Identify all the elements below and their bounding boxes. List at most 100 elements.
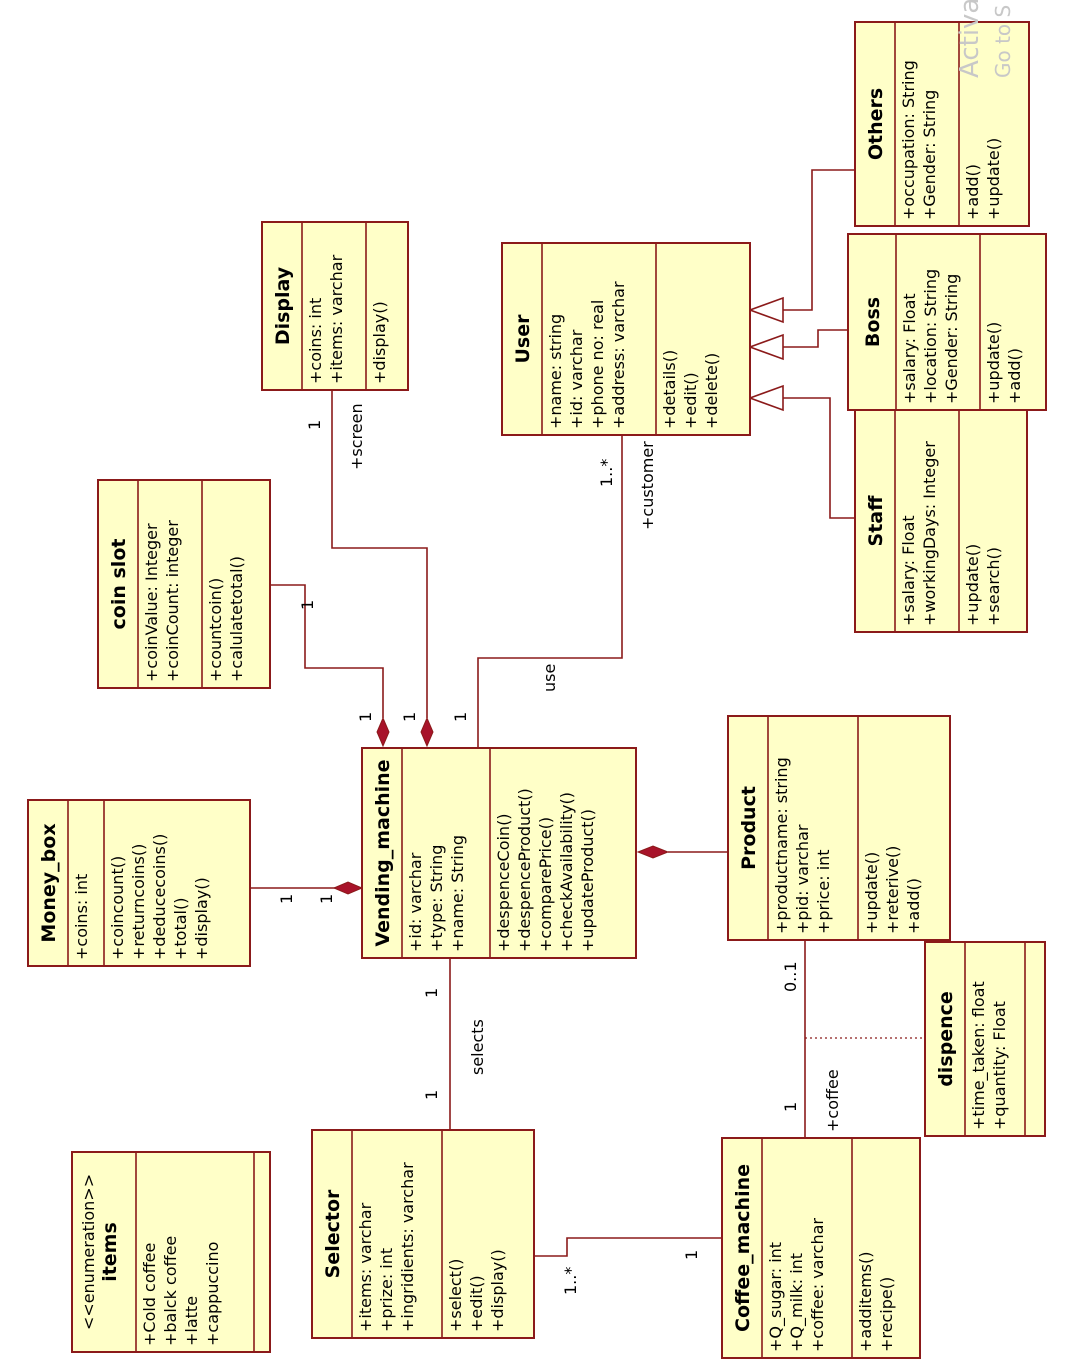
class-dispence-attribute: +quantity: Float	[990, 1001, 1009, 1130]
class-display: Display+coins: int+items: varchar+displa…	[261, 221, 409, 391]
class-selector: Selector +items: varchar+prize: int+ingri…	[311, 1129, 535, 1339]
class-others-attribute: +Gender: String	[920, 90, 939, 220]
class-product-operation: +update()	[862, 852, 881, 934]
class-items-stereotype: <<enumeration>>	[79, 1174, 98, 1330]
class-vending-machine-box	[361, 747, 637, 959]
class-boss-name: Boss	[862, 297, 884, 347]
user-multiplicity-a: 1	[451, 712, 470, 722]
class-staff-box	[854, 409, 1028, 633]
boss-generalization-arrow	[747, 333, 784, 361]
others-generalization	[783, 169, 855, 311]
class-user-attribute: +phone no: real	[588, 300, 607, 429]
class-coin-slot-name: coin slot	[108, 539, 130, 630]
class-others-name: Others	[865, 88, 887, 160]
class-vending-machine-attribute: +id: varchar	[406, 852, 425, 952]
class-selector-attribute: +items: varchar	[356, 1202, 375, 1332]
display-association	[331, 390, 428, 718]
class-items: <<enumeration>>items+Cold coffee+balck c…	[71, 1151, 271, 1353]
class-product-operation: +add()	[904, 878, 923, 934]
watermark-line-2: Go to S	[991, 5, 1015, 78]
watermark-line-1: Activa	[955, 0, 985, 78]
class-display-box	[261, 221, 409, 391]
class-coin-slot-operation: +calulatetotal()	[227, 556, 246, 682]
class-selector-operation: +display()	[488, 1249, 507, 1332]
class-user-name: User	[512, 314, 534, 364]
display-multiplicity-a: 1	[305, 420, 324, 430]
class-display-operation: +display()	[370, 301, 389, 384]
coffee-selector-multiplicity-a: 1..*	[561, 1267, 580, 1295]
class-others-box	[854, 21, 1030, 227]
class-vending-machine-name: Vending_machine	[372, 759, 394, 946]
display-role-label: +screen	[347, 403, 366, 470]
class-coffee-machine-operation: +additems()	[856, 1252, 875, 1353]
class-vending-machine-attribute: +type: String	[427, 845, 446, 952]
class-vending-machine-operation: +despenceProduct()	[515, 788, 534, 952]
class-boxes: <<enumeration>>items+Cold coffee+balck c…	[27, 21, 1047, 1359]
class-display-attribute: +coins: int	[306, 298, 325, 384]
class-selector-box	[311, 1129, 535, 1339]
class-vending-machine-operation: +despenceCoin()	[494, 813, 513, 952]
class-coffee-machine: Coffee_machine+Q_sugar: int+Q_milk: int+…	[721, 1137, 921, 1359]
class-staff-name: Staff	[865, 495, 887, 547]
coin-slot-multiplicity-a: 1	[298, 600, 317, 610]
class-boss-attribute: +Gender: String	[942, 274, 961, 404]
class-items-attribute: +cappuccino	[203, 1242, 222, 1346]
class-others: Others+occupation: String+Gender: String…	[854, 21, 1030, 227]
class-coffee-machine-operation: +recipe()	[877, 1277, 896, 1352]
class-boss-attribute: +location: String	[921, 269, 940, 404]
user-association-label: use	[540, 664, 559, 692]
money-box-multiplicity-b: 1	[317, 894, 336, 904]
class-coffee-machine-attribute: +Q_milk: int	[787, 1253, 807, 1352]
class-boss-attribute: +salary: Float	[900, 293, 919, 404]
class-staff-operation: +update()	[963, 544, 982, 626]
class-money-box-attribute: +coins: int	[72, 874, 91, 960]
class-user: User+name: string+id: varchar+phone no: …	[501, 242, 751, 436]
class-selector-name: Selector	[322, 1189, 344, 1278]
user-association	[477, 435, 623, 748]
class-vending-machine-operation: +comparePrice()	[536, 817, 555, 952]
class-coffee-machine-attribute: +Q_sugar: int	[766, 1242, 786, 1352]
class-user-attribute: +address: varchar	[609, 281, 628, 429]
class-boss-operation: +update()	[984, 322, 1003, 404]
class-coffee-machine-box	[721, 1137, 921, 1359]
class-items-attribute: +latte	[182, 1296, 201, 1346]
class-coin-slot-box	[97, 479, 271, 689]
class-vending-machine-operation: +updateProduct()	[578, 809, 597, 952]
product-coffee-multiplicity-a: 0..1	[781, 961, 800, 992]
class-user-operation: +edit()	[681, 372, 700, 429]
selector-multiplicity-a: 1	[422, 988, 441, 998]
relationship-lines	[250, 169, 925, 1257]
class-selector-attribute: +ingridients: varchar	[398, 1162, 417, 1332]
class-selector-attribute: +prize: int	[377, 1248, 396, 1332]
class-coffee-machine-attribute: +coffee: varchar	[808, 1218, 827, 1352]
class-display-attribute: +items: varchar	[327, 254, 346, 384]
coin-slot-composition-diamond	[376, 716, 390, 748]
class-money-box-operation: +display()	[192, 877, 211, 960]
class-product-attribute: +productname: string	[772, 757, 791, 934]
class-others-operation: +update()	[984, 138, 1003, 220]
others-generalization-arrow	[747, 296, 784, 324]
class-coin-slot-attribute: +coinValue: Integer	[142, 523, 161, 682]
user-role-label: +customer	[638, 441, 657, 530]
class-money-box-operation: +returncoins()	[129, 844, 148, 960]
class-vending-machine-operation: +checkAvailability()	[557, 792, 576, 952]
class-items-attribute: +Cold coffee	[140, 1243, 159, 1346]
class-items-name: items	[99, 1222, 121, 1282]
class-money-box-box	[27, 799, 251, 967]
staff-generalization-arrow	[747, 384, 784, 412]
class-staff-operation: +search()	[984, 547, 1003, 626]
class-coffee-machine-name: Coffee_machine	[732, 1164, 754, 1332]
class-product: Product+productname: string+pid: varchar…	[727, 715, 951, 941]
class-dispence-attribute: +time_taken: float	[969, 981, 989, 1130]
product-coffee-role-label: +coffee	[823, 1069, 842, 1132]
class-money-box-name: Money_box	[38, 823, 60, 942]
selector-association-label: selects	[468, 1019, 487, 1075]
display-multiplicity-b: 1	[400, 712, 419, 722]
class-coin-slot-attribute: +coinCount: integer	[163, 520, 182, 682]
class-staff-attribute: +workingDays: Integer	[920, 441, 939, 626]
class-user-operation: +delete()	[702, 353, 721, 429]
class-staff-attribute: +salary: Float	[899, 515, 918, 626]
class-coin-slot: coin slot +coinValue: Integer+coinCount: …	[97, 479, 271, 689]
relationship-labels: 1 1 1 1 1 1 +screen 1..* +customer use 1…	[277, 403, 842, 1295]
coin-slot-association	[270, 584, 384, 718]
